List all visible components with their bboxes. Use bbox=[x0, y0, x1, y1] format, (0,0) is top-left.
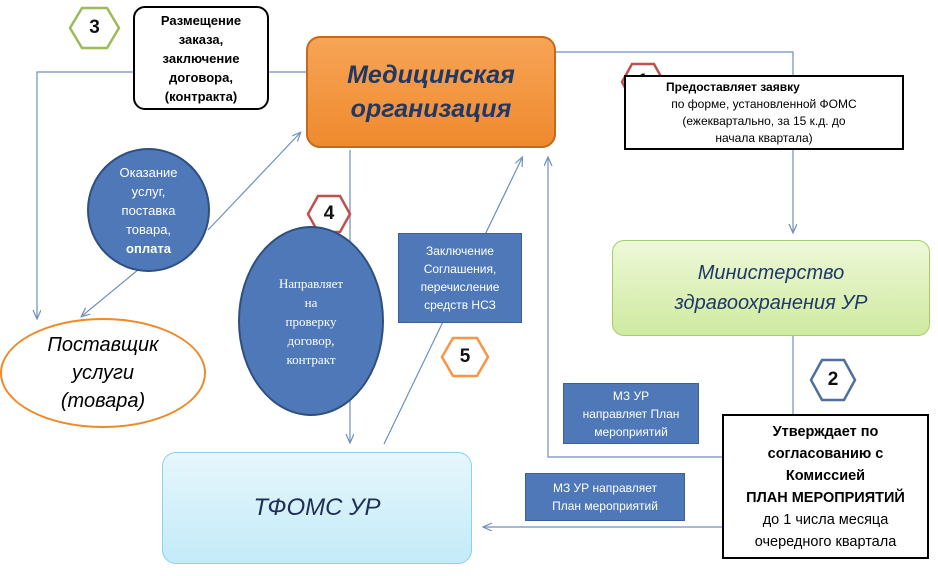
check-line-4: договор, bbox=[287, 332, 335, 348]
step-2-label: 2 bbox=[827, 369, 839, 390]
check-line-5: контракт bbox=[286, 351, 336, 367]
services-line-4: товара, bbox=[125, 221, 172, 237]
supplier-line-1: Поставщик bbox=[47, 334, 159, 356]
approve-line-5: до 1 числа месяца bbox=[762, 511, 889, 528]
services-payment-ellipse: Оказание услуг, поставка товара, оплата bbox=[87, 148, 210, 272]
mz2-line-1: МЗ УР направляет bbox=[552, 481, 658, 495]
services-line-3: поставка bbox=[121, 202, 176, 218]
step-5-label: 5 bbox=[459, 346, 471, 367]
request-line-4: начала квартала) bbox=[715, 130, 813, 145]
tfoms-label: ТФОМС УР bbox=[253, 494, 381, 521]
order-line-2: заказа, bbox=[178, 31, 224, 47]
step-4-label: 4 bbox=[323, 203, 335, 224]
arrow-supplier-to-med bbox=[207, 133, 300, 231]
step-3-hex bbox=[68, 6, 121, 50]
services-line-payment: оплата bbox=[126, 240, 171, 256]
step-2-hex bbox=[809, 358, 857, 402]
agreement-line-4: средств НСЗ bbox=[424, 298, 496, 312]
approve-line-1: Утверждает по bbox=[772, 423, 879, 440]
request-line-3: (ежеквартально, за 15 к.д. до bbox=[682, 113, 846, 128]
send-for-check-ellipse: Направляет на проверку договор, контракт bbox=[238, 226, 384, 416]
tfoms-box: ТФОМС УР bbox=[162, 452, 472, 564]
agreement-transfer-box: Заключение Соглашения, перечисление сред… bbox=[398, 233, 522, 323]
approve-line-4: ПЛАН МЕРОПРИЯТИЙ bbox=[746, 489, 905, 506]
check-line-3: проверку bbox=[285, 313, 337, 329]
ministry-box: Министерство здравоохранения УР bbox=[612, 240, 930, 336]
request-line-1: Предоставляет заявку bbox=[666, 79, 800, 94]
services-line-2: услуг, bbox=[131, 183, 166, 199]
arrow-med-to-ministry bbox=[556, 51, 793, 232]
step-4-hex bbox=[306, 194, 352, 234]
mz1-line-1: МЗ УР bbox=[612, 388, 650, 403]
ministry-line-2: здравоохранения УР bbox=[674, 292, 868, 314]
ministry-line-1: Министерство bbox=[697, 262, 845, 284]
agreement-line-3: перечисление bbox=[420, 280, 500, 294]
arrow-approve-to-med bbox=[548, 158, 722, 458]
step-5-hex bbox=[440, 336, 490, 378]
agreement-line-1: Заключение bbox=[426, 244, 494, 258]
order-line-1: Размещение bbox=[160, 12, 242, 28]
order-line-3: заключение bbox=[162, 50, 240, 66]
order-placement-box: Размещение заказа, заключение договора, … bbox=[133, 6, 269, 110]
check-line-2: на bbox=[304, 294, 318, 310]
mz1-line-3: мероприятий bbox=[594, 424, 668, 439]
supplier-line-3: (товара) bbox=[60, 390, 146, 412]
agreement-line-2: Соглашения, bbox=[423, 262, 497, 276]
order-line-5: (контракта) bbox=[164, 88, 238, 104]
med-org-line-2: организация bbox=[350, 95, 512, 123]
supplier-ellipse: Поставщик услуги (товара) bbox=[0, 318, 206, 428]
mz-sends-plan-box-2: МЗ УР направляет План мероприятий bbox=[525, 473, 685, 521]
order-line-4: договора, bbox=[169, 69, 233, 85]
approve-plan-box: Утверждает по согласованию с Комиссией П… bbox=[722, 414, 929, 559]
medical-organization-box: Медицинская организация bbox=[306, 36, 556, 148]
check-line-1: Направляет bbox=[278, 275, 344, 291]
approve-line-3: Комиссией bbox=[785, 467, 866, 484]
approve-line-6: очередного квартала bbox=[754, 533, 897, 550]
supplier-line-2: услуги bbox=[71, 362, 135, 384]
approve-line-2: согласованию с bbox=[767, 445, 884, 462]
step-3-label: 3 bbox=[89, 17, 100, 38]
mz2-line-2: План мероприятий bbox=[552, 499, 658, 513]
mz-sends-plan-box-1: МЗ УР направляет План мероприятий bbox=[563, 383, 699, 444]
mz1-line-2: направляет План bbox=[582, 406, 680, 421]
services-line-1: Оказание bbox=[119, 164, 178, 180]
request-box: Предоставляет заявку по форме, установле… bbox=[624, 75, 904, 150]
med-org-line-1: Медицинская bbox=[347, 61, 515, 89]
request-line-2: по форме, установленной ФОМС bbox=[671, 96, 857, 111]
